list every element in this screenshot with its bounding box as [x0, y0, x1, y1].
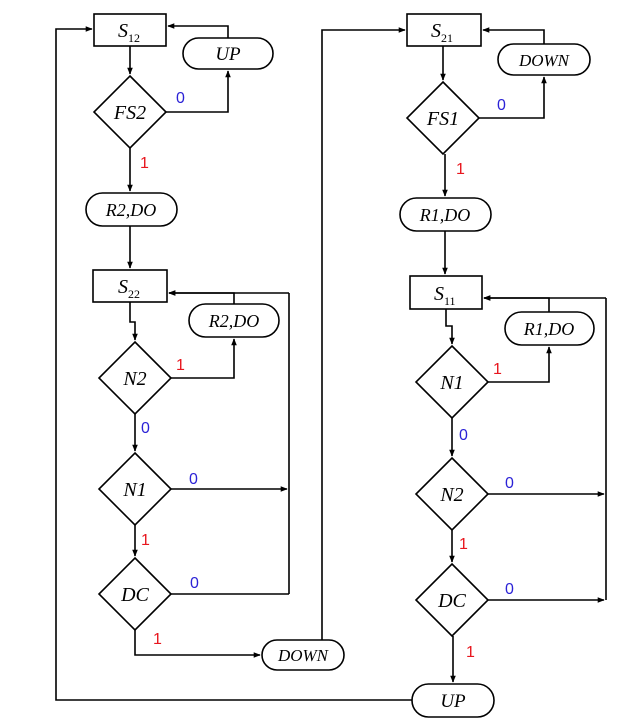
decision-fs1: [405, 80, 481, 156]
arrow-s22-to-n2: [129, 302, 138, 341]
fs1-no-label: 0: [497, 97, 506, 114]
n1-yes-label: 1: [141, 532, 150, 549]
fs2-no-label: 0: [176, 90, 185, 107]
state-box-s22: [92, 269, 168, 303]
terminator-up-right-label: UP: [440, 691, 466, 712]
arrow-n1-yes-to-r1do: [488, 346, 552, 383]
terminator-down-right-label: DOWN: [518, 51, 571, 70]
terminator-up-left-label: UP: [215, 44, 241, 65]
arrow-n2-yes-to-r2do: [171, 338, 237, 379]
decision-dc-left-label: DC: [120, 584, 149, 606]
action-r2-do-first-label: R2,DO: [105, 200, 157, 220]
terminator-up-right: [411, 683, 495, 718]
arrow-up-to-s12-return: [55, 26, 412, 701]
n2-no-label-right: 0: [505, 475, 514, 492]
arrow-down-to-s21: [482, 27, 545, 44]
state-box-s21: [406, 13, 482, 47]
action-r1-do-first-label: R1,DO: [419, 205, 471, 225]
decision-n1-left-label: N1: [122, 479, 146, 501]
n1-yes-label-right: 1: [493, 361, 502, 378]
dc-no-label-right: 0: [505, 581, 514, 598]
arrow-fs1-no-to-down: [479, 76, 547, 119]
fs1-yes-label: 1: [456, 161, 465, 178]
state-s21-label: S21: [431, 20, 453, 45]
arrow-up-to-s12: [167, 23, 229, 38]
decision-n2-right-label: N2: [439, 484, 463, 506]
n1-no-label-right: 0: [459, 427, 468, 444]
n2-yes-label: 1: [176, 357, 185, 374]
action-r2-do-second-label: R2,DO: [208, 311, 260, 331]
state-s12-label: S12: [118, 20, 140, 45]
arrow-r1do-to-s11: [483, 295, 550, 312]
dc-no-label: 0: [190, 575, 199, 592]
arrow-down-to-s21: [321, 27, 406, 640]
decision-n1-right-label: N1: [439, 372, 463, 394]
arrow-r2do-to-s22: [168, 290, 235, 304]
decision-n2-left-label: N2: [122, 368, 146, 390]
terminator-down-left: [261, 639, 345, 671]
decision-dc-right: [414, 562, 490, 638]
n2-yes-label-right: 1: [459, 536, 468, 553]
action-r2-do-first: [85, 192, 178, 227]
arrow-fs2-no-to-up: [166, 70, 231, 113]
n2-no-label: 0: [141, 420, 150, 437]
dc-yes-label-right: 1: [466, 644, 475, 661]
dc-yes-label: 1: [153, 631, 162, 648]
fs2-yes-label: 1: [140, 155, 149, 172]
decision-dc-right-label: DC: [437, 590, 466, 612]
terminator-down-left-label: DOWN: [277, 646, 330, 665]
n1-no-label: 0: [189, 471, 198, 488]
decision-fs1-label: FS1: [426, 108, 459, 130]
state-s11-label: S11: [434, 283, 456, 308]
right-flow: S21 DOWN FS1 R1,DO S11 R1,DO N1 N2 DC UP: [399, 13, 607, 718]
decision-fs2-label: FS2: [113, 102, 146, 124]
arrow-s11-to-n1: [445, 309, 455, 345]
state-box-s11: [409, 275, 483, 310]
state-s22-label: S22: [118, 276, 140, 301]
state-box-s12: [93, 13, 167, 47]
action-r1-do-second-label: R1,DO: [523, 319, 575, 339]
left-flow: S12 UP FS2 R2,DO S22 R2,DO N2 N1 DC DOWN: [55, 13, 412, 701]
arrow-dc-yes-to-down: [134, 630, 261, 658]
